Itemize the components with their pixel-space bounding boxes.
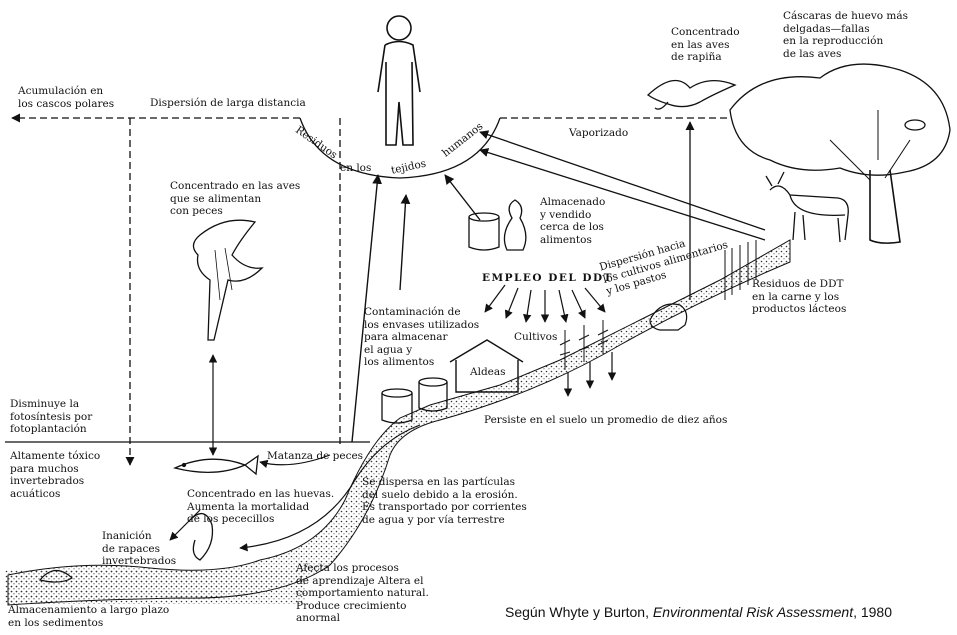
label-almacenamiento-sedimentos: Almacenamiento a largo plazo en los sedi… bbox=[8, 604, 170, 629]
arrow-matanza bbox=[259, 454, 331, 469]
arrow-contaminacion-to-human bbox=[351, 174, 383, 443]
human-figure bbox=[377, 15, 421, 146]
village-house bbox=[449, 339, 524, 393]
label-residuos-carne: Residuos de DDT en la carne y los produc… bbox=[752, 278, 847, 315]
arrow-vapor-to-human bbox=[479, 130, 766, 231]
label-almacenado-vendido: Almacenado y vendido cerca de los alimen… bbox=[540, 196, 606, 246]
label-afecta-procesos: Afecta los procesos de aprendizaje Alter… bbox=[296, 562, 429, 624]
label-persiste-suelo: Persiste en el suelo un promedio de diez… bbox=[484, 414, 728, 426]
arrow-down-huevas bbox=[169, 509, 201, 541]
small-animal-illustration bbox=[649, 303, 688, 331]
fish-illustration bbox=[173, 454, 259, 561]
label-cascaras-huevo: Cáscaras de huevo más delgadas—fallas en… bbox=[783, 10, 909, 60]
label-en-los: en los bbox=[340, 162, 372, 174]
credit-prefix: Según Whyte y Burton, bbox=[505, 604, 653, 620]
water-barrels bbox=[381, 377, 448, 424]
aquatic-invertebrate bbox=[38, 569, 73, 583]
credit-suffix: , 1980 bbox=[853, 604, 893, 620]
label-inanicion: Inanición de rapaces invertebrados bbox=[102, 530, 177, 567]
label-dispersion-larga-distancia: Dispersión de larga distancia bbox=[150, 97, 306, 109]
label-contaminacion-envases: Contaminación de los envases utilizados … bbox=[364, 306, 480, 368]
arrow-goat-to-human bbox=[479, 148, 766, 241]
soil-arrows bbox=[563, 352, 617, 397]
ddt-spray-arrows bbox=[484, 284, 606, 323]
raptor-illustration bbox=[646, 79, 737, 110]
label-disminuye-fotosintesis: Disminuye la fotosíntesis por fotoplanta… bbox=[10, 398, 93, 435]
label-altamente-toxico: Altamente tóxico para muchos invertebrad… bbox=[10, 450, 101, 500]
goat-illustration bbox=[765, 171, 849, 243]
arrow-crops-to-human bbox=[399, 194, 411, 291]
label-empleo-ddt: EMPLEO DEL DDT bbox=[482, 272, 613, 284]
arrow-erosion bbox=[239, 424, 421, 552]
arrow-storage-to-human bbox=[444, 174, 481, 221]
label-concentrado-aves-peces: Concentrado en las aves que se alimentan… bbox=[170, 180, 301, 217]
label-concentrado-rapina: Concentrado en las aves de rapiña bbox=[671, 26, 740, 63]
label-cultivos: Cultivos bbox=[514, 331, 558, 343]
crop-plants bbox=[559, 240, 757, 370]
human-tissue-arc bbox=[299, 117, 501, 179]
credit-title: Environmental Risk Assessment bbox=[652, 604, 854, 620]
source-credit: Según Whyte y Burton, Environmental Risk… bbox=[505, 604, 892, 620]
label-aldeas: Aldeas bbox=[470, 366, 506, 378]
diving-bird-illustration bbox=[192, 219, 264, 341]
label-acumulacion-polares: Acumulación en los cascos polares bbox=[18, 85, 115, 110]
storage-jugs bbox=[468, 199, 527, 251]
bottom-sediment-band bbox=[5, 570, 305, 604]
label-se-dispersa: Se dispersa en las partículas del suelo … bbox=[362, 476, 527, 526]
label-vaporizado: Vaporizado bbox=[569, 127, 629, 139]
tree-illustration bbox=[729, 63, 951, 244]
label-concentrado-huevas: Concentrado en las huevas. Aumenta la mo… bbox=[187, 488, 335, 525]
label-matanza-peces: Matanza de peces bbox=[267, 450, 364, 462]
